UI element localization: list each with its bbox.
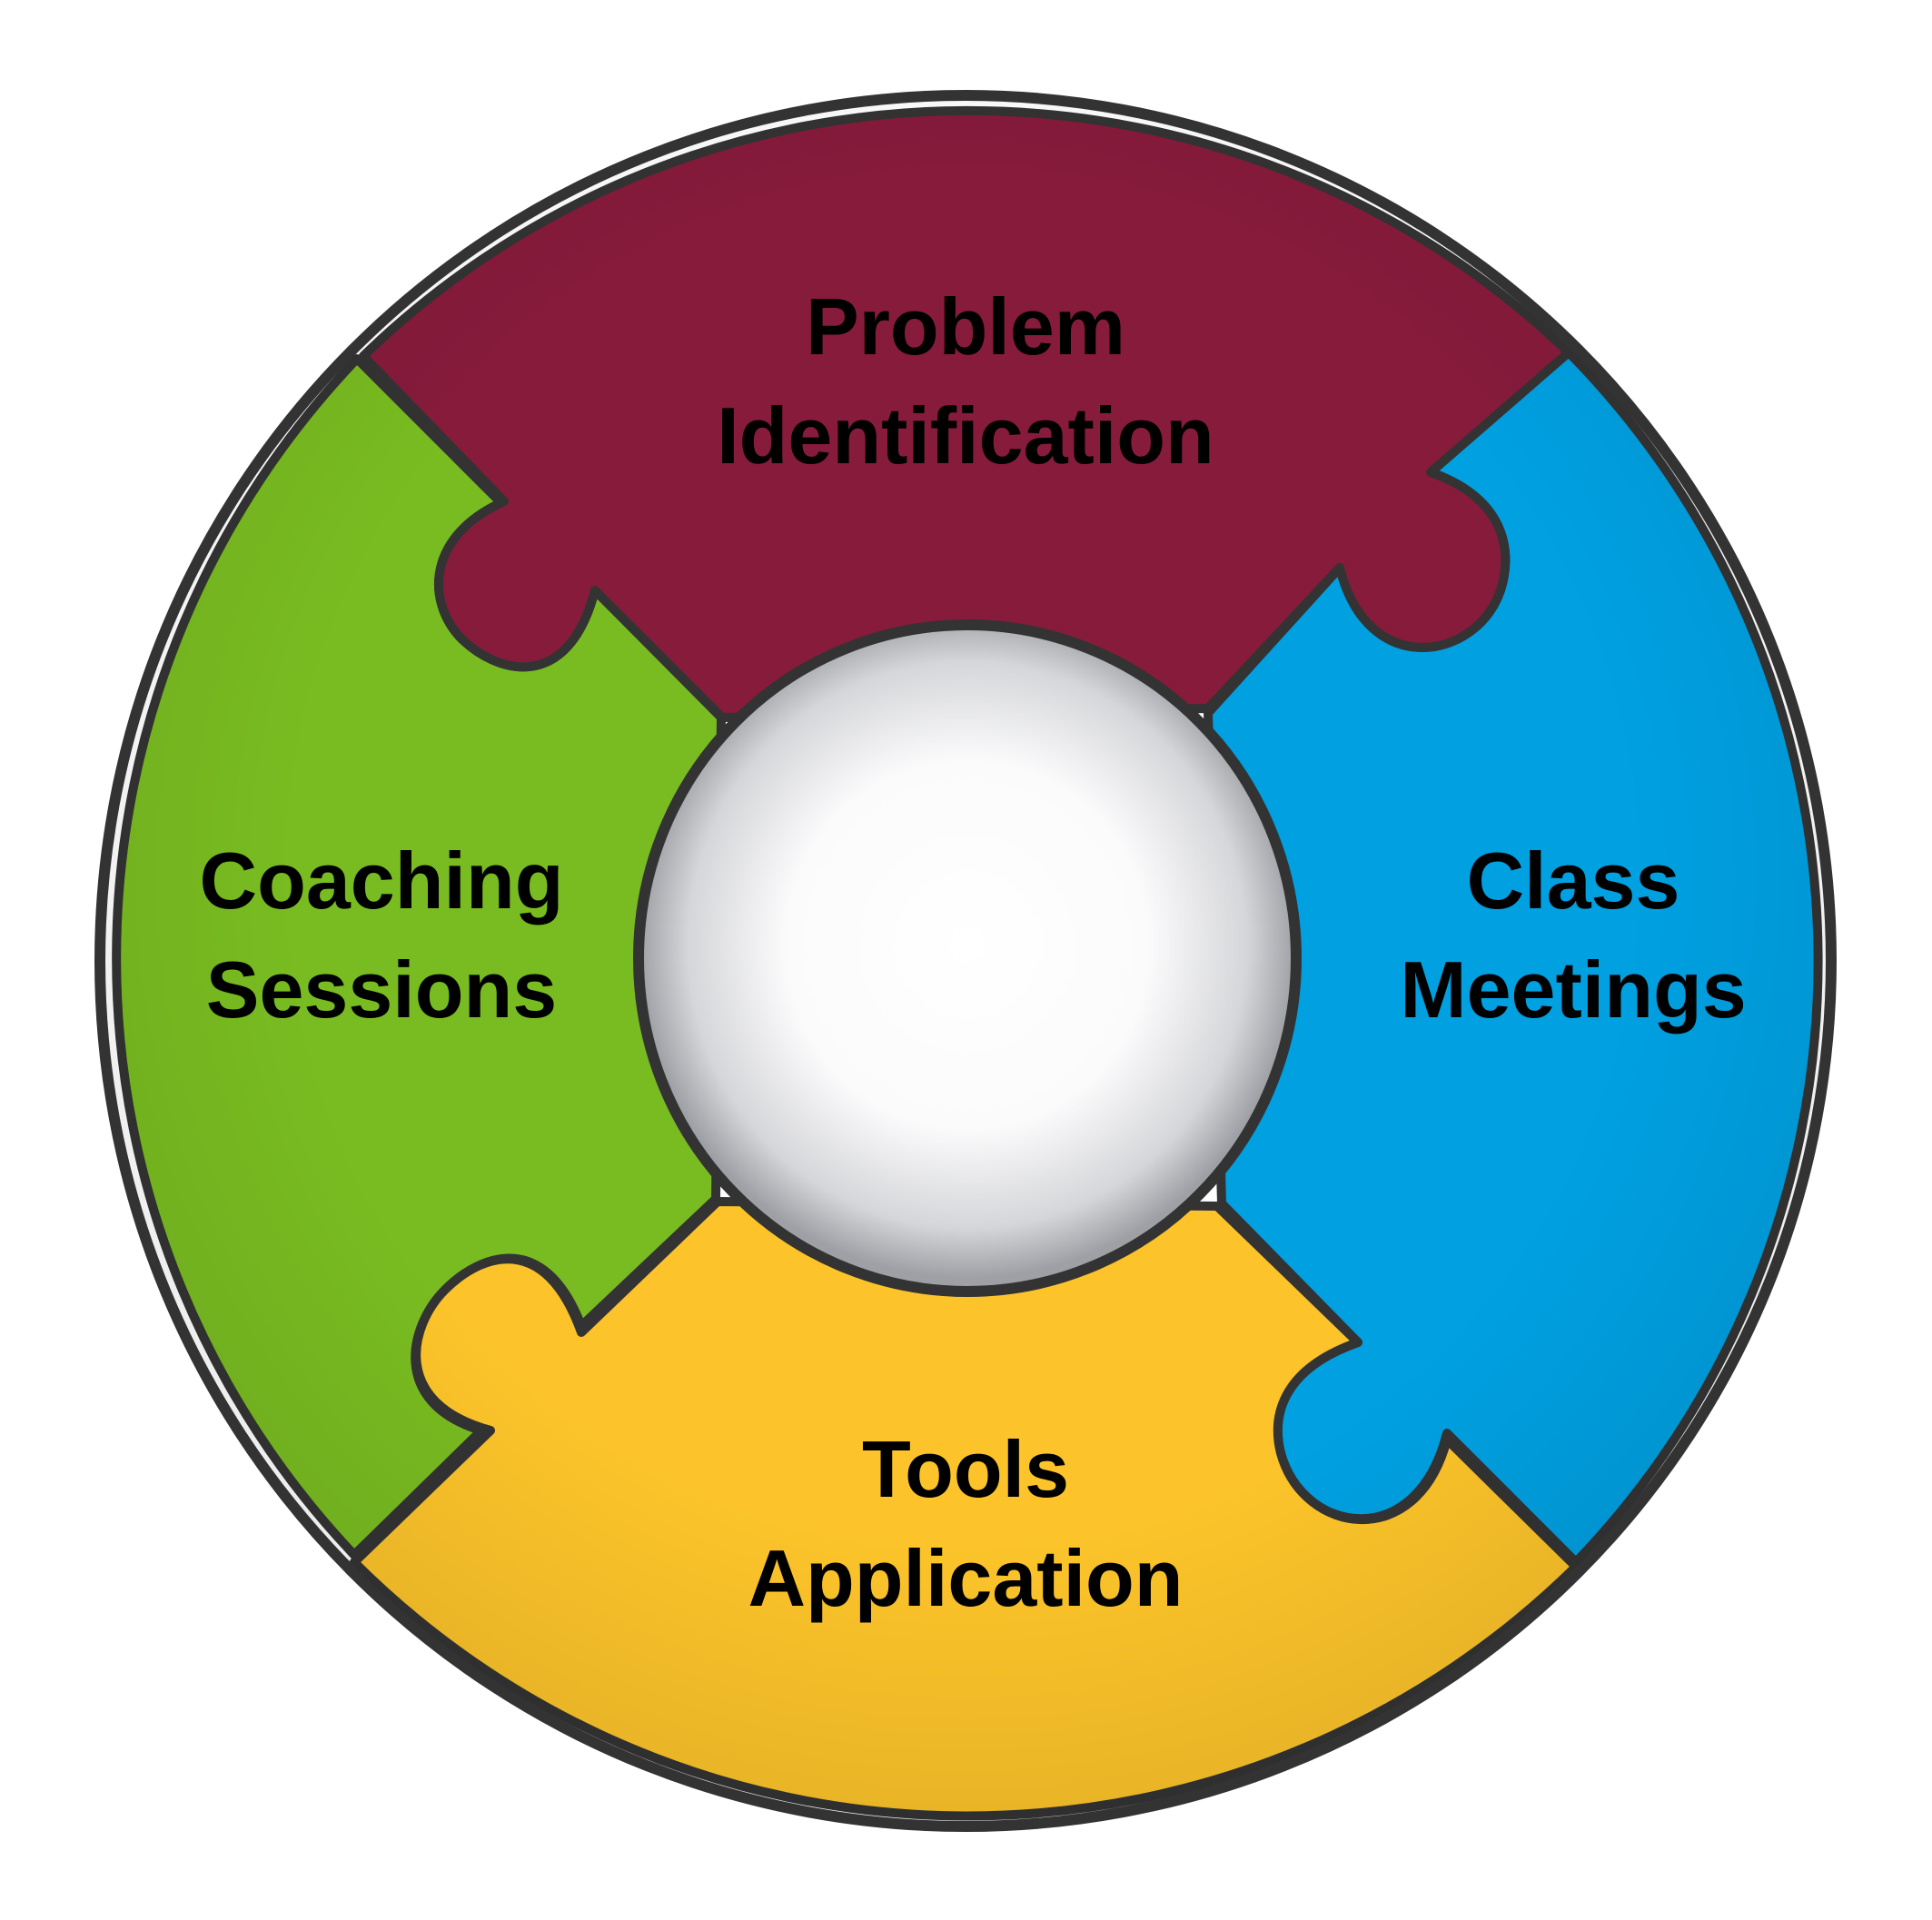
label-class-meetings: Class Meetings [1400,836,1746,1034]
label-line: Application [748,1533,1183,1623]
label-line: Coaching [200,836,564,925]
label-coaching-sessions: Coaching Sessions [200,836,564,1034]
outer-ring [94,90,1837,1832]
label-line: Class [1467,836,1680,925]
label-line: Tools [862,1424,1069,1514]
label-line: Meetings [1400,945,1746,1034]
center-hub [633,619,1302,1297]
label-line: Sessions [206,945,557,1034]
label-line: Problem [806,282,1125,371]
label-problem-identification: Problem Identification [717,282,1214,480]
label-tools-application: Tools Application [748,1424,1183,1623]
label-line: Identification [717,391,1214,480]
